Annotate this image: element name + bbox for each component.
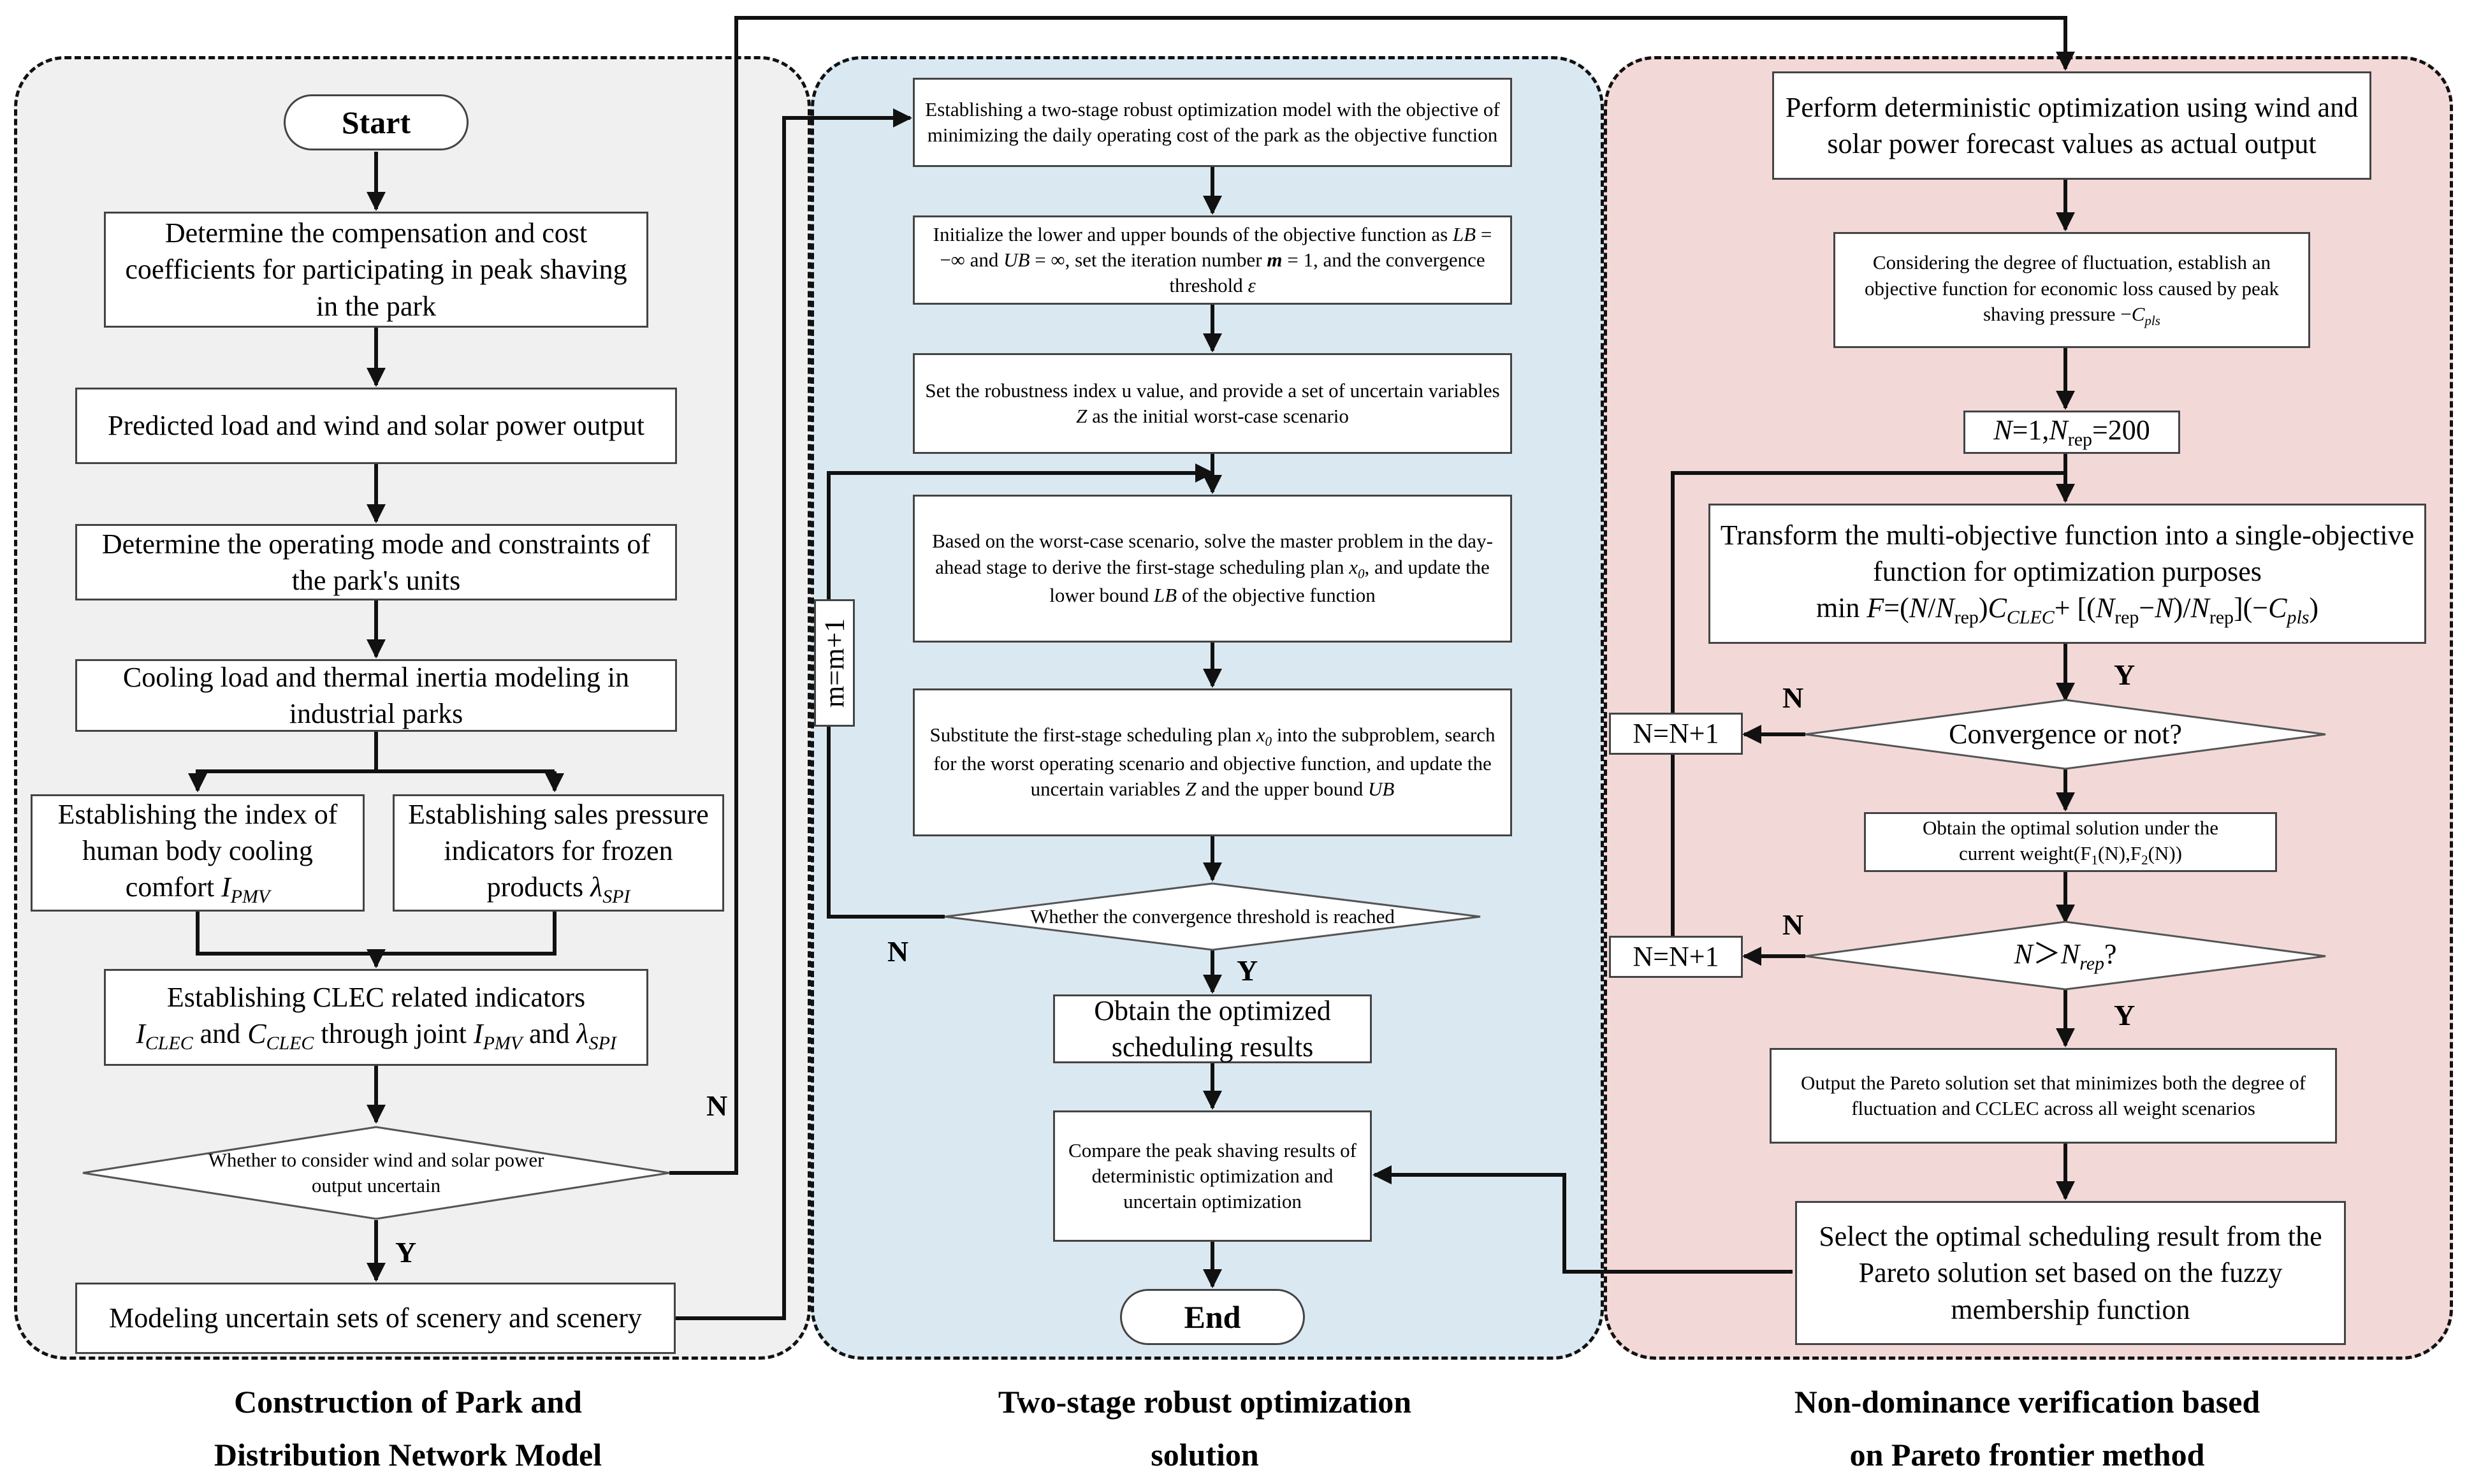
clec-indicators-formula: ICLEC and CCLEC through joint IPMV and λ… bbox=[136, 1017, 616, 1054]
n-update-text-2: N=N+1 bbox=[1633, 941, 1719, 973]
robust-model-box: Establishing a two-stage robust optimiza… bbox=[913, 78, 1512, 167]
pareto-set-box: Output the Pareto solution set that mini… bbox=[1770, 1048, 2337, 1144]
comfort-index-box: Establishing the index of human body coo… bbox=[31, 794, 365, 912]
deterministic-optimization-text: Perform deterministic optimization using… bbox=[1785, 91, 2359, 159]
compensation-coefficients-text: Determine the compensation and cost coef… bbox=[125, 217, 627, 322]
uncertain-sets-box: Modeling uncertain sets of scenery and s… bbox=[75, 1283, 676, 1354]
single-objective-formula: min F=(N/Nrep)CCLEC+ [(Nrep−N)/Nrep](−Cp… bbox=[1816, 592, 2319, 629]
end-terminal: End bbox=[1120, 1289, 1305, 1345]
economic-loss-box: Considering the degree of fluctuation, e… bbox=[1833, 232, 2310, 348]
operating-mode-text: Determine the operating mode and constra… bbox=[101, 528, 651, 596]
optimal-solution-line1: Obtain the optimal solution under the bbox=[1922, 816, 2219, 839]
comfort-index-text: Establishing the index of human body coo… bbox=[57, 798, 338, 908]
uncertainty-decision: Whether to consider wind and solar power… bbox=[204, 1142, 548, 1204]
convergence-decision-text: Convergence or not? bbox=[1949, 718, 2182, 750]
clec-indicators-box: Establishing CLEC related indicators ICL… bbox=[104, 969, 648, 1066]
optimal-solution-line2: current weight(F1(N),F2(N)) bbox=[1959, 841, 2182, 868]
master-problem-text: Based on the worst-case scenario, solve … bbox=[932, 530, 1493, 607]
iteration-init-box: N=1,Nrep=200 bbox=[1963, 411, 2180, 454]
compensation-coefficients-box: Determine the compensation and cost coef… bbox=[104, 212, 648, 328]
iteration-init-text: N=1,Nrep=200 bbox=[1993, 414, 2150, 450]
n-update-text-1: N=N+1 bbox=[1633, 718, 1719, 750]
robustness-index-box: Set the robustness index u value, and pr… bbox=[913, 353, 1512, 454]
initialize-bounds-box: Initialize the lower and upper bounds of… bbox=[913, 215, 1512, 305]
middle-n-label: N bbox=[887, 935, 909, 968]
initialize-bounds-text: Initialize the lower and upper bounds of… bbox=[933, 222, 1492, 297]
predicted-load-text: Predicted load and wind and solar power … bbox=[108, 410, 644, 442]
single-objective-title: Transform the multi-objective function i… bbox=[1720, 519, 2415, 588]
robust-model-text: Establishing a two-stage robust optimiza… bbox=[925, 98, 1500, 146]
pareto-set-text: Output the Pareto solution set that mini… bbox=[1800, 1071, 2306, 1119]
single-objective-box: Transform the multi-objective function i… bbox=[1708, 504, 2426, 644]
clec-indicators-title: Establishing CLEC related indicators bbox=[166, 981, 586, 1013]
left-n-label: N bbox=[706, 1089, 728, 1122]
iteration-increment-text: m=m+1 bbox=[819, 618, 850, 708]
left-y-label: Y bbox=[395, 1236, 417, 1269]
convergence-threshold-decision: Whether the convergence threshold is rea… bbox=[994, 896, 1430, 937]
uncertain-sets-text: Modeling uncertain sets of scenery and s… bbox=[109, 1302, 642, 1334]
weight-limit-decision: N＞Nrep? bbox=[1938, 932, 2193, 980]
n-update-box-2: N=N+1 bbox=[1609, 936, 1743, 978]
subproblem-box: Substitute the first-stage scheduling pl… bbox=[913, 688, 1512, 836]
sales-pressure-box: Establishing sales pressure indicators f… bbox=[393, 794, 724, 912]
compare-results-box: Compare the peak shaving results of dete… bbox=[1053, 1110, 1372, 1242]
optimized-results-text: Obtain the optimized scheduling results bbox=[1094, 994, 1331, 1063]
subproblem-text: Substitute the first-stage scheduling pl… bbox=[929, 724, 1495, 801]
middle-y-label: Y bbox=[1237, 954, 1258, 987]
optimized-results-box: Obtain the optimized scheduling results bbox=[1053, 994, 1372, 1063]
fuzzy-selection-box: Select the optimal scheduling result fro… bbox=[1795, 1201, 2346, 1345]
deterministic-optimization-box: Perform deterministic optimization using… bbox=[1772, 71, 2371, 180]
right-n-label-1: N bbox=[1782, 681, 1804, 714]
operating-mode-box: Determine the operating mode and constra… bbox=[75, 524, 677, 600]
weight-limit-text: N＞Nrep? bbox=[2014, 938, 2117, 974]
uncertainty-decision-text: Whether to consider wind and solar power… bbox=[208, 1148, 544, 1197]
right-y-label-2: Y bbox=[2114, 999, 2136, 1031]
fuzzy-selection-text: Select the optimal scheduling result fro… bbox=[1819, 1221, 2322, 1325]
master-problem-box: Based on the worst-case scenario, solve … bbox=[913, 495, 1512, 643]
predicted-load-box: Predicted load and wind and solar power … bbox=[75, 388, 677, 464]
economic-loss-text: Considering the degree of fluctuation, e… bbox=[1865, 251, 2279, 329]
cooling-load-modeling-text: Cooling load and thermal inertia modelin… bbox=[122, 661, 630, 729]
start-terminal: Start bbox=[284, 94, 469, 150]
robustness-index-text: Set the robustness index u value, and pr… bbox=[925, 379, 1500, 427]
n-update-box-1: N=N+1 bbox=[1609, 713, 1743, 755]
sales-pressure-text: Establishing sales pressure indicators f… bbox=[408, 798, 709, 908]
right-n-label-2: N bbox=[1782, 908, 1804, 941]
convergence-decision: Convergence or not? bbox=[1874, 709, 2257, 760]
optimal-solution-box: Obtain the optimal solution under the cu… bbox=[1864, 812, 2277, 872]
convergence-threshold-text: Whether the convergence threshold is rea… bbox=[1030, 905, 1395, 927]
right-y-label-1: Y bbox=[2114, 658, 2136, 691]
cooling-load-modeling-box: Cooling load and thermal inertia modelin… bbox=[75, 659, 677, 732]
compare-results-text: Compare the peak shaving results of dete… bbox=[1068, 1138, 1357, 1213]
iteration-increment-box: m=m+1 bbox=[814, 599, 855, 727]
